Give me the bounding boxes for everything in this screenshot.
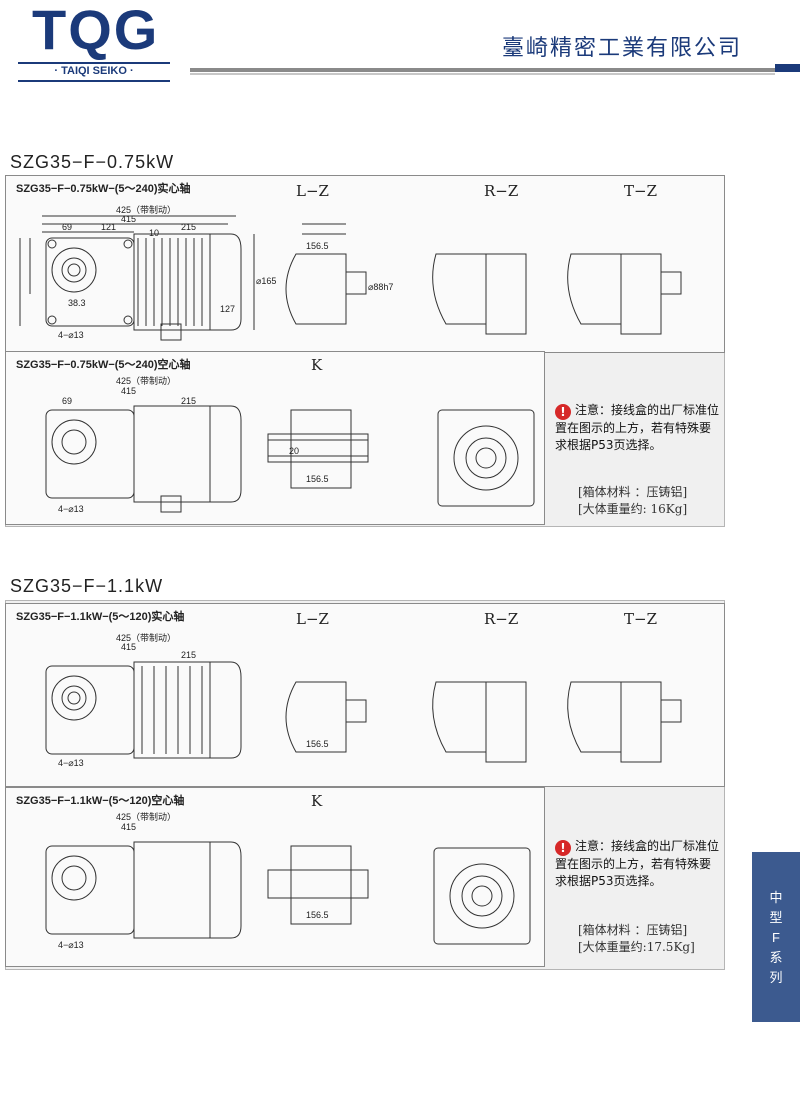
view-label-k: K	[311, 356, 323, 374]
dim-holes: 4−⌀13	[58, 940, 84, 950]
view-label-rz: R−Z	[484, 182, 519, 200]
dim-69: 69	[62, 396, 72, 406]
section-title-11kw: SZG35−F−1.1kW	[10, 576, 164, 596]
warning-icon: !	[555, 840, 571, 856]
hollow-shaft-title: SZG35−F−1.1kW−(5～120)空心轴	[16, 795, 185, 807]
dim-69: 69	[62, 222, 72, 232]
hollow-shaft-drawing: 425（带制动） 415 69 215 4−⌀13 156.5 20	[45, 375, 535, 514]
dim-415: 415	[121, 214, 136, 224]
solid-shaft-box-11kw: SZG35−F−1.1kW−(5～120)实心轴 425（带制动） 415 21…	[5, 603, 725, 787]
material-11kw: [箱体材料 ：压铸铝]	[578, 923, 688, 937]
solid-shaft-box-075kw: SZG35−F−0.75kW−(5～240)实心轴 425（带制动） 415 6…	[5, 175, 725, 353]
dim-425: 425（带制动）	[116, 811, 176, 822]
side-tab-char: F	[772, 930, 780, 945]
dim-121: 121	[101, 222, 116, 232]
dim-10: 10	[149, 228, 159, 238]
view-label-rz: R−Z	[484, 610, 519, 628]
dim-165: ⌀165	[256, 276, 276, 286]
hollow-shaft-title: SZG35−F−0.75kW−(5～240)空心轴	[16, 359, 191, 371]
solid-shaft-drawing: 425（带制动） 415 215 4−⌀13 156.5	[45, 632, 682, 768]
side-tab-char: 列	[769, 970, 783, 985]
view-label-k: K	[311, 792, 323, 810]
solid-shaft-title: SZG35−F−0.75kW−(5～240)实心轴	[16, 183, 191, 195]
dim-1565: 156.5	[306, 474, 329, 484]
dim-215: 215	[181, 396, 196, 406]
dim-215: 215	[181, 222, 196, 232]
weight-075kw: [大体重量约: 16Kg]	[578, 502, 688, 516]
dim-88h7: ⌀88h7	[368, 282, 393, 292]
dim-425: 425（带制动）	[116, 375, 176, 386]
dim-415: 415	[121, 822, 136, 832]
warning-icon: !	[555, 404, 571, 420]
side-tab-char: 系	[769, 950, 783, 965]
hollow-shaft-box-11kw: SZG35−F−1.1kW−(5～120)空心轴 425（带制动） 415 4−…	[5, 787, 545, 967]
material-075kw: [箱体材料 ：压铸铝]	[578, 485, 688, 499]
dim-38: 38.3	[68, 298, 86, 308]
solid-shaft-drawing: 425（带制动） 415 69 121 215 10 38.3 4−⌀13 ⌀1…	[19, 204, 682, 341]
view-label-tz: T−Z	[624, 182, 657, 200]
hollow-shaft-drawing: 425（带制动） 415 4−⌀13 156.5	[45, 811, 531, 950]
dim-1565: 156.5	[306, 910, 329, 920]
hollow-shaft-box-075kw: SZG35−F−0.75kW−(5～240)空心轴 425（带制动） 415 6…	[5, 351, 545, 525]
dim-127: 127	[220, 304, 235, 314]
logo-subtitle: · TAIQI SEIKO ·	[18, 62, 170, 82]
header-accent	[775, 64, 800, 72]
dim-425: 425（带制动）	[116, 632, 176, 643]
view-label-lz: L−Z	[296, 610, 329, 628]
dim-20: 20	[289, 446, 299, 456]
dim-holes: 4−⌀13	[58, 504, 84, 514]
logo-text: TQG	[32, 0, 160, 61]
side-tab-char: 中	[769, 890, 783, 905]
section-title-075kw: SZG35−F−0.75kW	[10, 152, 175, 172]
view-label-lz: L−Z	[296, 182, 329, 200]
header-divider-light	[190, 73, 775, 75]
side-tab-char: 型	[769, 910, 783, 925]
dim-215: 215	[181, 650, 196, 660]
note-11kw: !注意：接线盒的出厂标准位置在图示的上方，若有特殊要求根据P53页选择。	[555, 839, 720, 888]
solid-shaft-title: SZG35−F−1.1kW−(5～120)实心轴	[16, 611, 185, 623]
dim-1565: 156.5	[306, 739, 329, 749]
dim-415: 415	[121, 642, 136, 652]
company-logo: TQG · TAIQI SEIKO ·	[12, 0, 177, 82]
note-075kw: !注意：接线盒的出厂标准位置在图示的上方，若有特殊要求根据P53页选择。	[555, 403, 720, 452]
dim-1565: 156.5	[306, 241, 329, 251]
view-label-tz: T−Z	[624, 610, 657, 628]
company-name: 臺崎精密工業有限公司	[501, 36, 742, 61]
weight-11kw: [大体重量约:17.5Kg]	[578, 940, 695, 954]
dim-415: 415	[121, 386, 136, 396]
series-side-tab: 中 型 F 系 列	[752, 852, 800, 1022]
dim-holes: 4−⌀13	[58, 758, 84, 768]
dim-425: 425（带制动）	[116, 204, 176, 215]
dim-holes: 4−⌀13	[58, 330, 84, 340]
header-divider	[190, 68, 775, 72]
